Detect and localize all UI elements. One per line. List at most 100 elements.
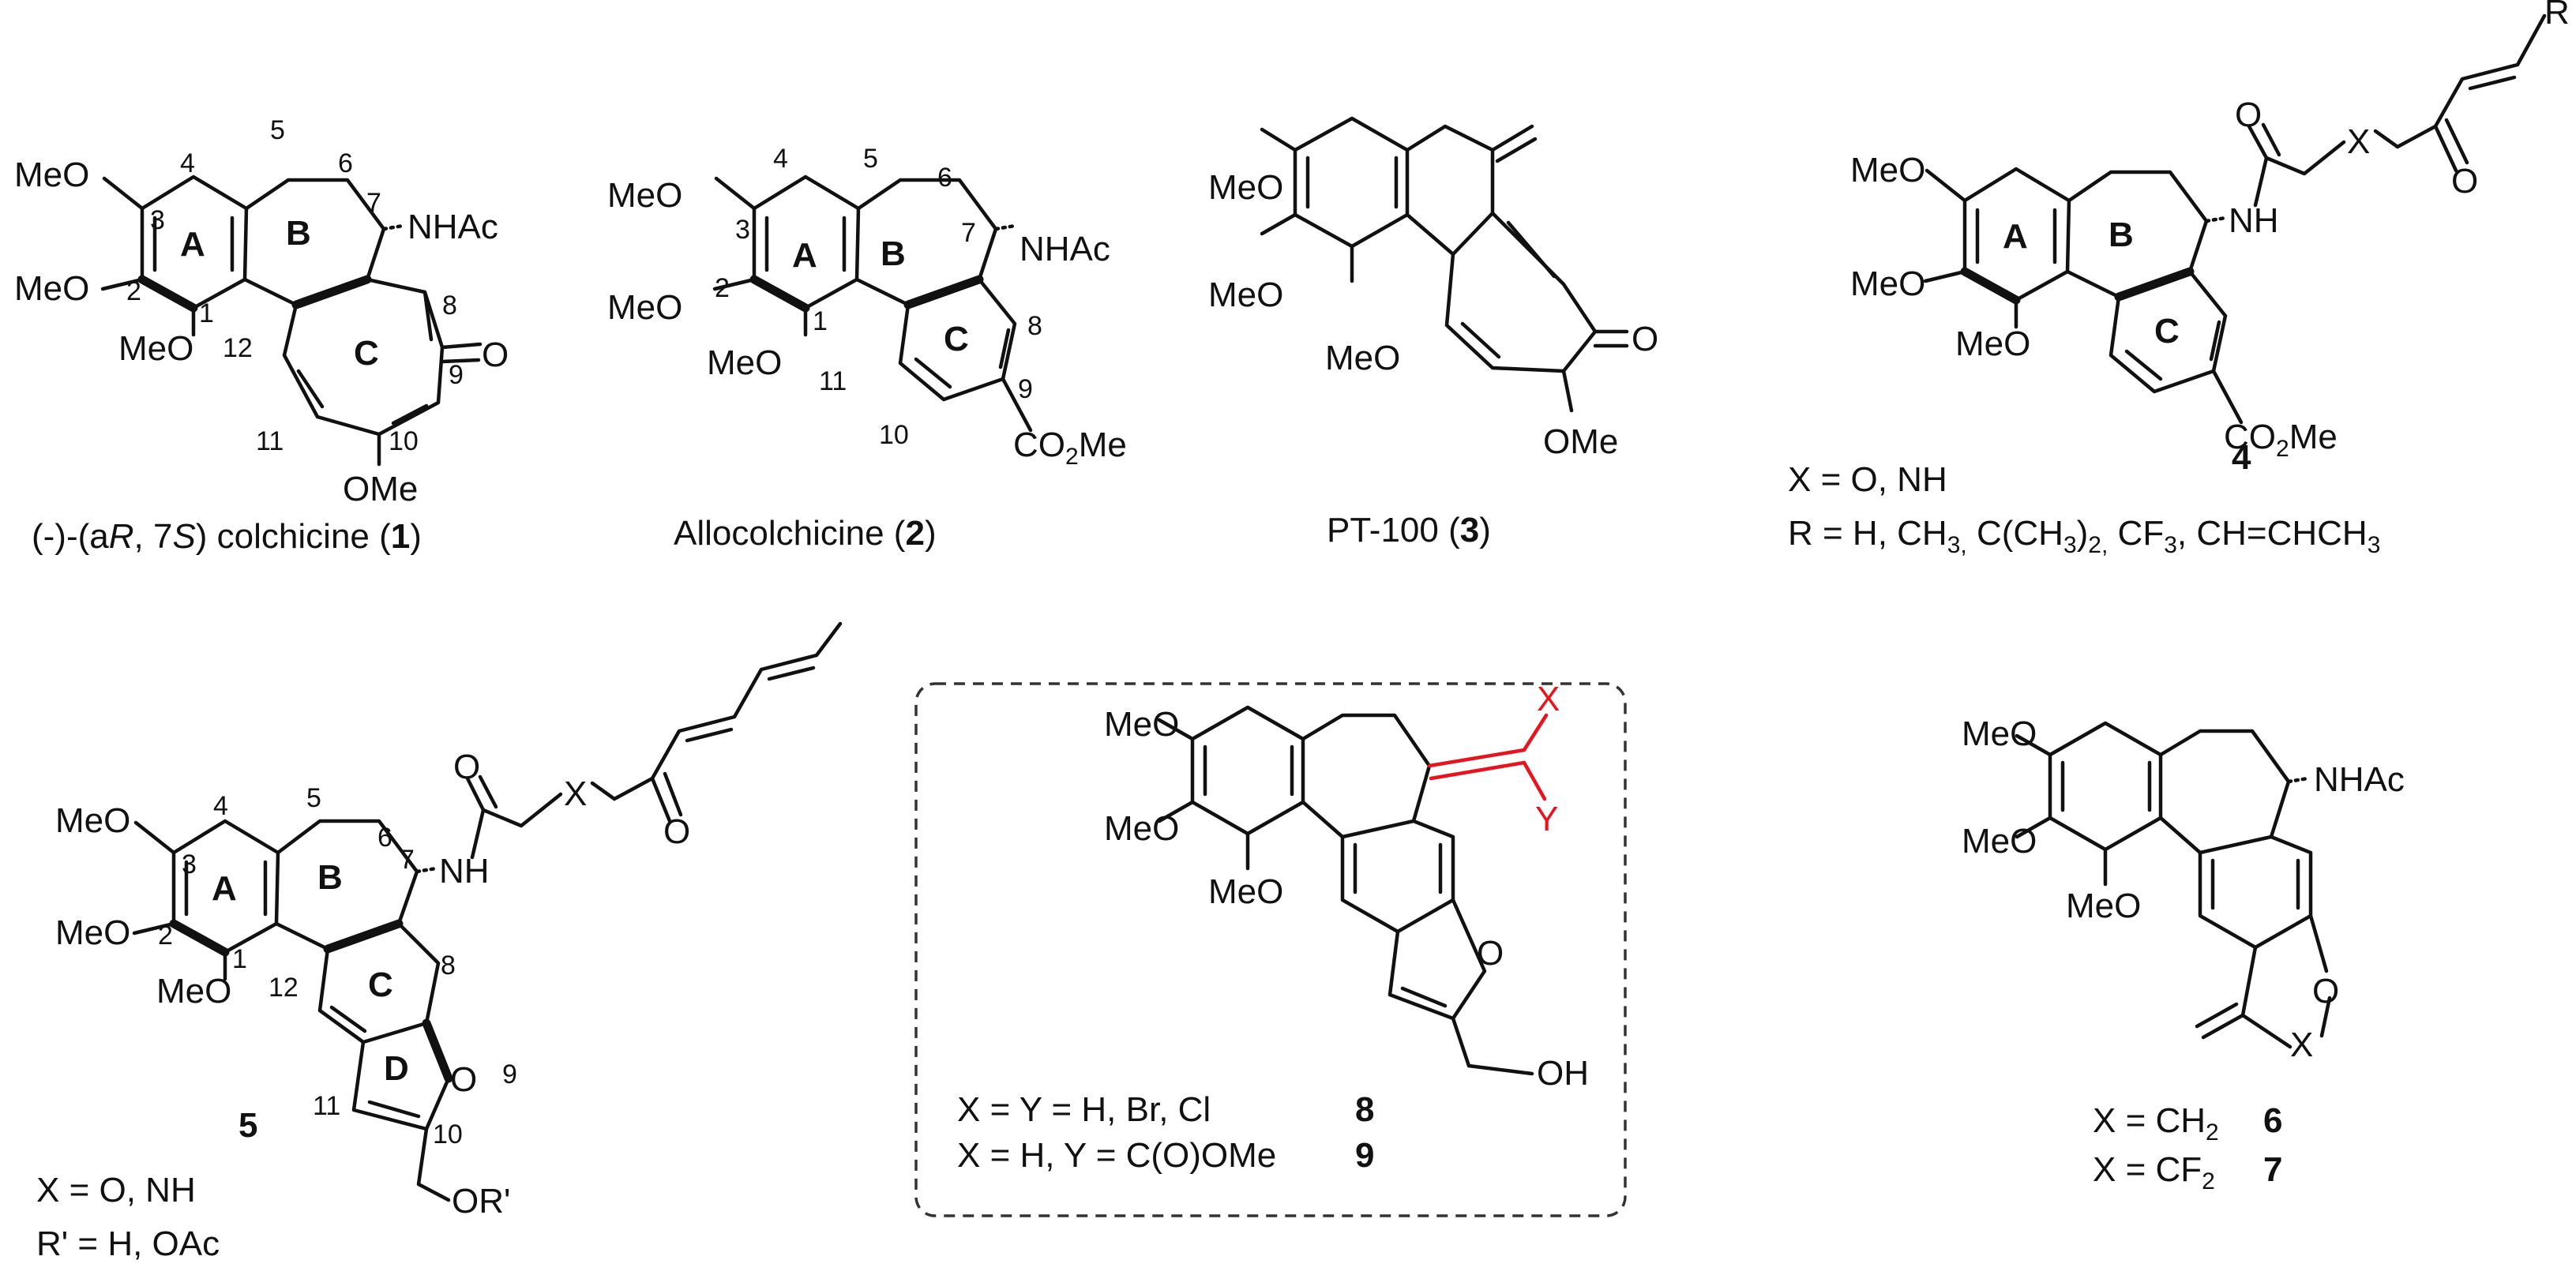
- ring-c-label: C: [368, 966, 393, 1004]
- position-12: 12: [268, 973, 299, 1003]
- furan-o-label: O: [450, 1060, 477, 1099]
- meo-label: MeO: [1850, 264, 1925, 303]
- meo-label: MeO: [156, 972, 231, 1011]
- compound-1-colchicine: MeO MeO MeO NHAc O OMe A B C 1 2 3 4 5 6…: [14, 115, 509, 556]
- position-5: 5: [306, 783, 321, 813]
- ome-label: OMe: [343, 470, 418, 508]
- position-6: 6: [377, 823, 392, 853]
- caption-compound-2: Allocolchicine (2): [674, 514, 937, 553]
- ring-b-label: B: [881, 234, 906, 273]
- oxo-label: O: [1632, 320, 1658, 358]
- ring-c-label: C: [354, 334, 379, 373]
- caption-compound-4-r: R = H, CH3, C(CH3)2, CF3, CH=CHCH3: [1788, 514, 2380, 558]
- position-10: 10: [389, 426, 419, 456]
- position-9: 9: [449, 360, 464, 390]
- caption-compound-6: X = CH2: [2093, 1101, 2219, 1146]
- co2me-label: CO2Me: [1013, 426, 1127, 470]
- meo-label: MeO: [1955, 324, 2030, 363]
- ring-c-label: C: [944, 320, 969, 358]
- label-compound-5: 5: [238, 1106, 257, 1145]
- ester-o-label: O: [663, 812, 690, 851]
- x-substituent-label: X: [1537, 680, 1560, 718]
- compound-2-allocolchicine: MeO MeO MeO NHAc CO2Me A B C 1 2 3 4 5 6…: [607, 144, 1127, 553]
- ring-b-label: B: [317, 858, 343, 897]
- x-label: X: [2290, 1026, 2313, 1064]
- meo-label: MeO: [14, 156, 89, 194]
- ring-b-label: B: [2108, 216, 2134, 254]
- meo-label: MeO: [2066, 887, 2141, 925]
- position-11: 11: [256, 426, 284, 456]
- r-label: R: [2544, 0, 2570, 32]
- position-11: 11: [313, 1091, 340, 1121]
- position-4: 4: [213, 791, 228, 821]
- label-compound-8: 8: [1355, 1090, 1374, 1129]
- meo-label: MeO: [1208, 872, 1283, 911]
- caption-compound-4-x: X = O, NH: [1788, 460, 1947, 499]
- position-2: 2: [126, 276, 141, 306]
- meo-label: MeO: [55, 913, 130, 952]
- position-4: 4: [773, 144, 788, 174]
- meo-label: MeO: [1962, 822, 2037, 861]
- ring-a-label: A: [2003, 217, 2028, 256]
- ring-c-label: C: [2154, 312, 2180, 351]
- position-3: 3: [735, 215, 750, 245]
- position-6: 6: [338, 148, 353, 178]
- position-11: 11: [819, 366, 847, 396]
- nhac-label: NHAc: [1020, 230, 1110, 268]
- caption-compound-8: X = Y = H, Br, Cl: [957, 1090, 1211, 1129]
- position-1: 1: [199, 298, 214, 328]
- position-12: 12: [223, 333, 253, 363]
- position-9: 9: [1018, 374, 1033, 404]
- position-8: 8: [442, 291, 457, 321]
- position-1: 1: [813, 306, 828, 336]
- position-7: 7: [400, 845, 415, 875]
- meo-label: MeO: [1104, 809, 1179, 848]
- position-3: 3: [182, 849, 197, 879]
- nh-label: NH: [2229, 201, 2279, 240]
- oh-label: OH: [1537, 1054, 1589, 1093]
- meo-label: MeO: [707, 343, 782, 382]
- compounds-6-7: MeO MeO MeO NHAc O X: [1962, 714, 2405, 1064]
- nh-label: NH: [439, 852, 490, 891]
- ester-o-label: O: [2451, 162, 2478, 201]
- meo-label: MeO: [607, 176, 682, 215]
- position-9: 9: [502, 1059, 517, 1089]
- compound-4: MeO MeO MeO NH O X O R CO2Me A B C: [1850, 0, 2570, 462]
- meo-label: MeO: [607, 288, 682, 327]
- caption-compound-9: X = H, Y = C(O)OMe: [957, 1136, 1276, 1175]
- ring-a-label: A: [212, 869, 237, 908]
- label-compound-4: 4: [2232, 438, 2251, 477]
- label-compound-7: 7: [2263, 1150, 2282, 1189]
- position-8: 8: [1027, 311, 1042, 341]
- or-label: OR': [452, 1182, 510, 1221]
- position-2: 2: [158, 921, 173, 951]
- meo-label: MeO: [1850, 151, 1925, 189]
- meo-label: MeO: [118, 329, 193, 368]
- ring-a-label: A: [180, 225, 205, 264]
- compound-5: MeO MeO MeO NH O X O O OR' A B C D 1 2 3…: [55, 621, 843, 1221]
- nhac-label: NHAc: [407, 208, 498, 246]
- carbonyl-o-label: O: [453, 748, 480, 786]
- position-4: 4: [180, 148, 195, 178]
- compounds-8-9: MeO MeO MeO O OH X Y: [1104, 680, 1589, 1093]
- x-label: X: [2347, 122, 2370, 161]
- meo-label: MeO: [55, 801, 130, 840]
- caption-compound-5-x: X = O, NH: [36, 1171, 196, 1209]
- nhac-label: NHAc: [2314, 760, 2405, 799]
- x-label: X: [564, 774, 587, 813]
- y-substituent-label: Y: [1535, 800, 1558, 838]
- position-1: 1: [232, 944, 247, 974]
- co2me-label: CO2Me: [2224, 418, 2338, 462]
- ring-o-label: O: [2312, 972, 2339, 1011]
- dashed-box: [914, 682, 1627, 1217]
- meo-label: MeO: [14, 269, 89, 308]
- position-10: 10: [879, 420, 909, 450]
- position-7: 7: [366, 188, 381, 218]
- meo-label: MeO: [1208, 276, 1283, 314]
- furan-o-label: O: [1477, 934, 1504, 973]
- position-2: 2: [715, 273, 730, 303]
- carbonyl-o-label: O: [2235, 96, 2262, 134]
- caption-compound-3: PT-100 (3): [1327, 511, 1491, 549]
- ring-a-label: A: [792, 236, 817, 275]
